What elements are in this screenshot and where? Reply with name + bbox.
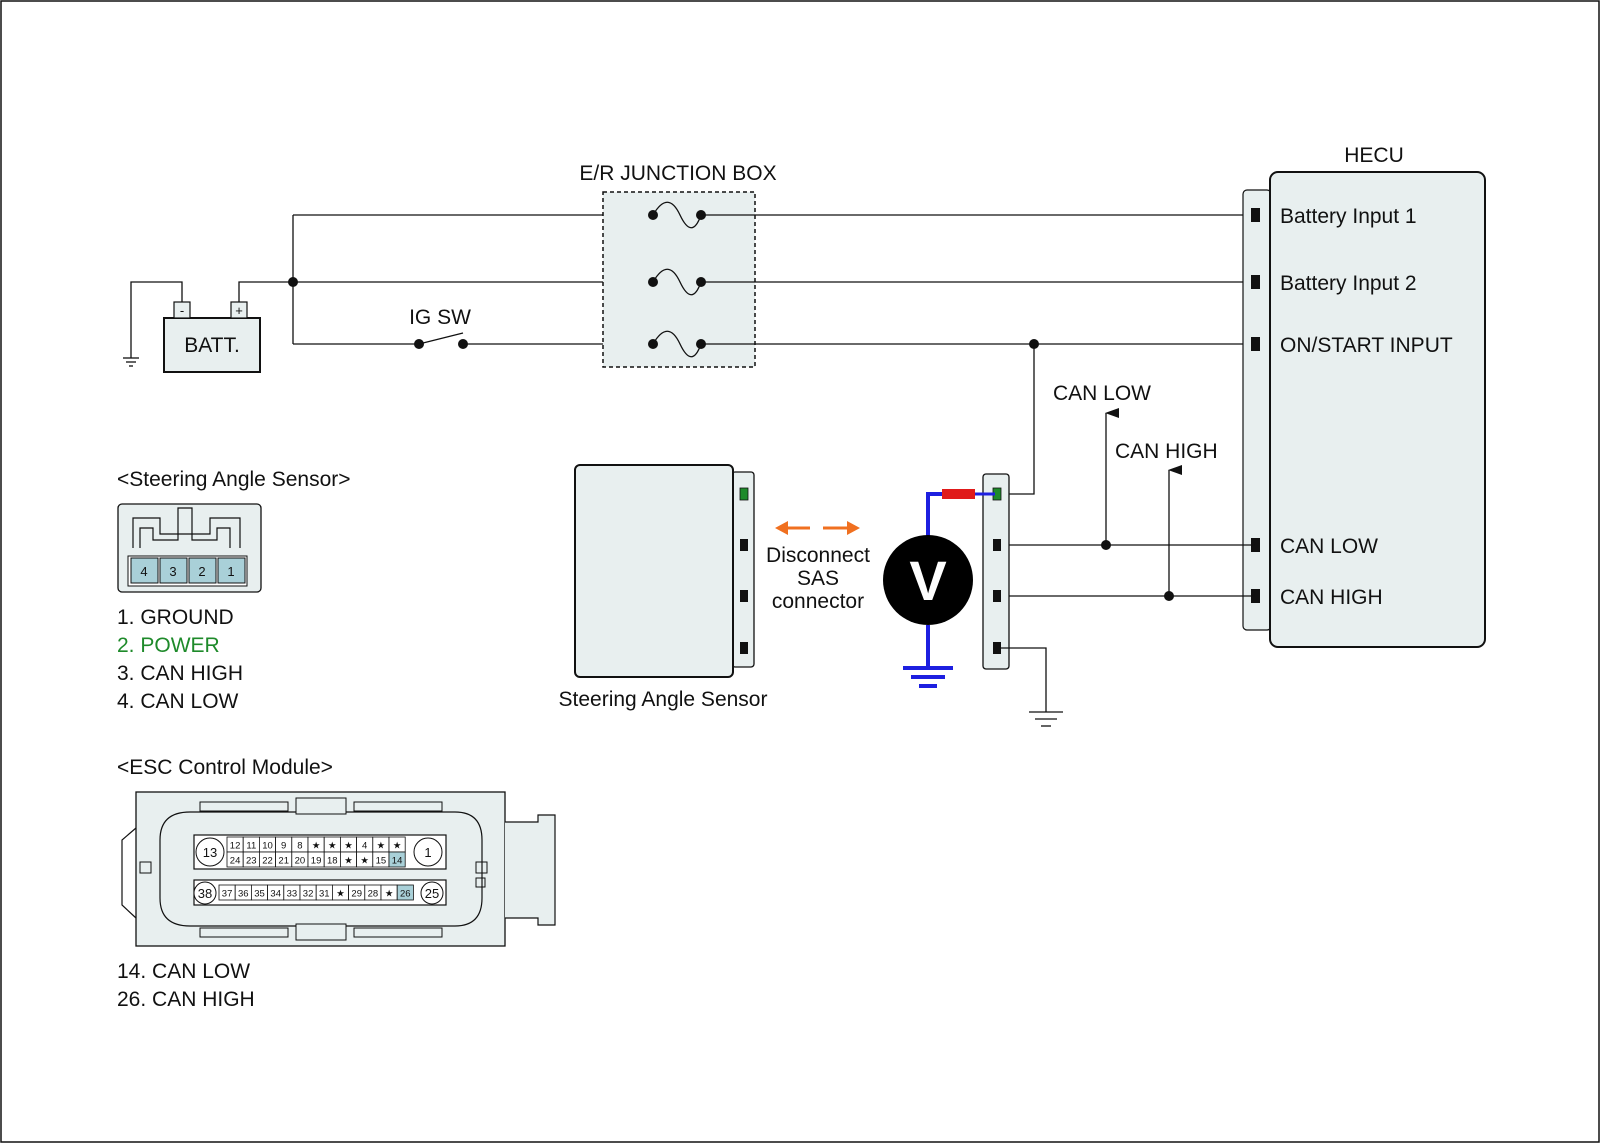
esc-pin-label: 18 bbox=[327, 856, 338, 867]
hecu-pin-can-high: CAN HIGH bbox=[1280, 586, 1383, 609]
battery-pos-terminal: + bbox=[235, 303, 243, 318]
hecu-pin-battery-input-1: Battery Input 1 bbox=[1280, 205, 1417, 228]
battery-label: BATT. bbox=[184, 334, 240, 357]
sas-legend-can-low: 4. CAN LOW bbox=[117, 690, 239, 713]
esc-pin-label: 32 bbox=[303, 889, 314, 900]
junction-box-title: E/R JUNCTION BOX bbox=[579, 162, 776, 185]
disconnect-note-line-1: Disconnect bbox=[766, 544, 870, 567]
esc-pin-label: 37 bbox=[222, 889, 233, 900]
esc-pin-label: 36 bbox=[238, 889, 249, 900]
esc-pin-label: ★ bbox=[377, 841, 386, 852]
esc-legend-can-low: 14. CAN LOW bbox=[117, 960, 250, 983]
sas-pin-3: 3 bbox=[169, 564, 176, 579]
esc-pin-row-2: 24 23 22 21 20 19 18 ★ ★ 15 14 bbox=[226, 851, 406, 868]
hecu-title: HECU bbox=[1344, 144, 1404, 167]
sas-connector-title: <Steering Angle Sensor> bbox=[117, 468, 351, 491]
esc-pin-label: ★ bbox=[360, 856, 369, 867]
esc-pin-label: ★ bbox=[344, 841, 353, 852]
esc-pin-label: 26 bbox=[400, 889, 411, 900]
sas-pin-2: 2 bbox=[198, 564, 205, 579]
esc-pin-label: ★ bbox=[385, 889, 394, 900]
harness-connector bbox=[982, 473, 1010, 670]
esc-pin-label: 19 bbox=[311, 856, 322, 867]
bus-can-low-label: CAN LOW bbox=[1053, 382, 1151, 405]
esc-legend-can-high: 26. CAN HIGH bbox=[117, 988, 255, 1011]
esc-pin-label: 15 bbox=[376, 856, 387, 867]
esc-pin-1: 1 bbox=[424, 845, 431, 860]
esc-connector-title: <ESC Control Module> bbox=[117, 756, 333, 779]
sas-pin-1: 1 bbox=[227, 564, 234, 579]
esc-pin-label: 33 bbox=[287, 889, 298, 900]
hecu-pin-on-start-input: ON/START INPUT bbox=[1280, 334, 1453, 357]
esc-pin-label: ★ bbox=[328, 841, 337, 852]
ground-symbol-harness bbox=[1029, 711, 1063, 727]
sas-legend-ground: 1. GROUND bbox=[117, 606, 234, 629]
esc-pin-25: 25 bbox=[425, 886, 439, 901]
esc-pin-label: 12 bbox=[230, 841, 241, 852]
ig-switch: IG SW bbox=[409, 306, 471, 349]
sas-connector-face: 4 3 2 1 bbox=[117, 503, 262, 593]
esc-pin-label: 29 bbox=[351, 889, 362, 900]
esc-pin-label: ★ bbox=[312, 841, 321, 852]
esc-pin-label: ★ bbox=[336, 889, 345, 900]
esc-pin-cell bbox=[388, 851, 406, 868]
sas-legend-power: 2. POWER bbox=[117, 634, 220, 657]
esc-pin-label: 28 bbox=[368, 889, 379, 900]
esc-pin-cell bbox=[396, 884, 414, 901]
disconnect-arrows bbox=[775, 521, 860, 535]
battery: BATT. - + bbox=[163, 301, 261, 373]
esc-pin-label: 34 bbox=[270, 889, 281, 900]
battery-neg-terminal: - bbox=[180, 303, 184, 318]
esc-pin-label: 21 bbox=[278, 856, 289, 867]
ground-symbol-battery bbox=[123, 357, 139, 367]
esc-pin-38: 38 bbox=[198, 886, 212, 901]
sas-caption: Steering Angle Sensor bbox=[559, 688, 768, 711]
voltmeter: V bbox=[883, 489, 995, 688]
voltmeter-symbol: V bbox=[909, 549, 946, 612]
esc-pin-13: 13 bbox=[203, 845, 217, 860]
esc-pin-label: ★ bbox=[393, 841, 402, 852]
bus-can-high-label: CAN HIGH bbox=[1115, 440, 1218, 463]
esc-pin-label: 22 bbox=[262, 856, 273, 867]
esc-pin-label: 11 bbox=[246, 841, 256, 852]
esc-pin-label: 31 bbox=[319, 889, 330, 900]
esc-pin-label: 14 bbox=[392, 856, 403, 867]
disconnect-note-line-3: connector bbox=[772, 590, 864, 613]
hecu-pin-battery-input-2: Battery Input 2 bbox=[1280, 272, 1417, 295]
esc-pin-label: 35 bbox=[254, 889, 265, 900]
disconnect-note-line-2: SAS bbox=[797, 567, 839, 590]
esc-pin-label: 23 bbox=[246, 856, 257, 867]
esc-pin-label: 20 bbox=[295, 856, 306, 867]
esc-pin-label: ★ bbox=[344, 856, 353, 867]
steering-angle-sensor: Steering Angle Sensor bbox=[559, 464, 768, 711]
esc-pin-label: 4 bbox=[362, 841, 367, 852]
ig-switch-label: IG SW bbox=[409, 306, 471, 329]
hecu-pin-can-low: CAN LOW bbox=[1280, 535, 1378, 558]
esc-pin-label: 24 bbox=[230, 856, 241, 867]
hecu: HECU Battery Input 1 Battery Input 2 ON/… bbox=[1242, 144, 1486, 648]
esc-pin-label: 8 bbox=[297, 841, 302, 852]
junction-box: E/R JUNCTION BOX bbox=[579, 162, 777, 368]
esc-pin-row-3: 37 36 35 34 33 32 31 ★ 29 28 ★ 26 bbox=[218, 884, 414, 901]
sas-pin-4: 4 bbox=[140, 564, 147, 579]
sas-legend-can-high: 3. CAN HIGH bbox=[117, 662, 243, 685]
esc-pin-label: 9 bbox=[281, 841, 286, 852]
esc-pin-label: 10 bbox=[262, 841, 273, 852]
